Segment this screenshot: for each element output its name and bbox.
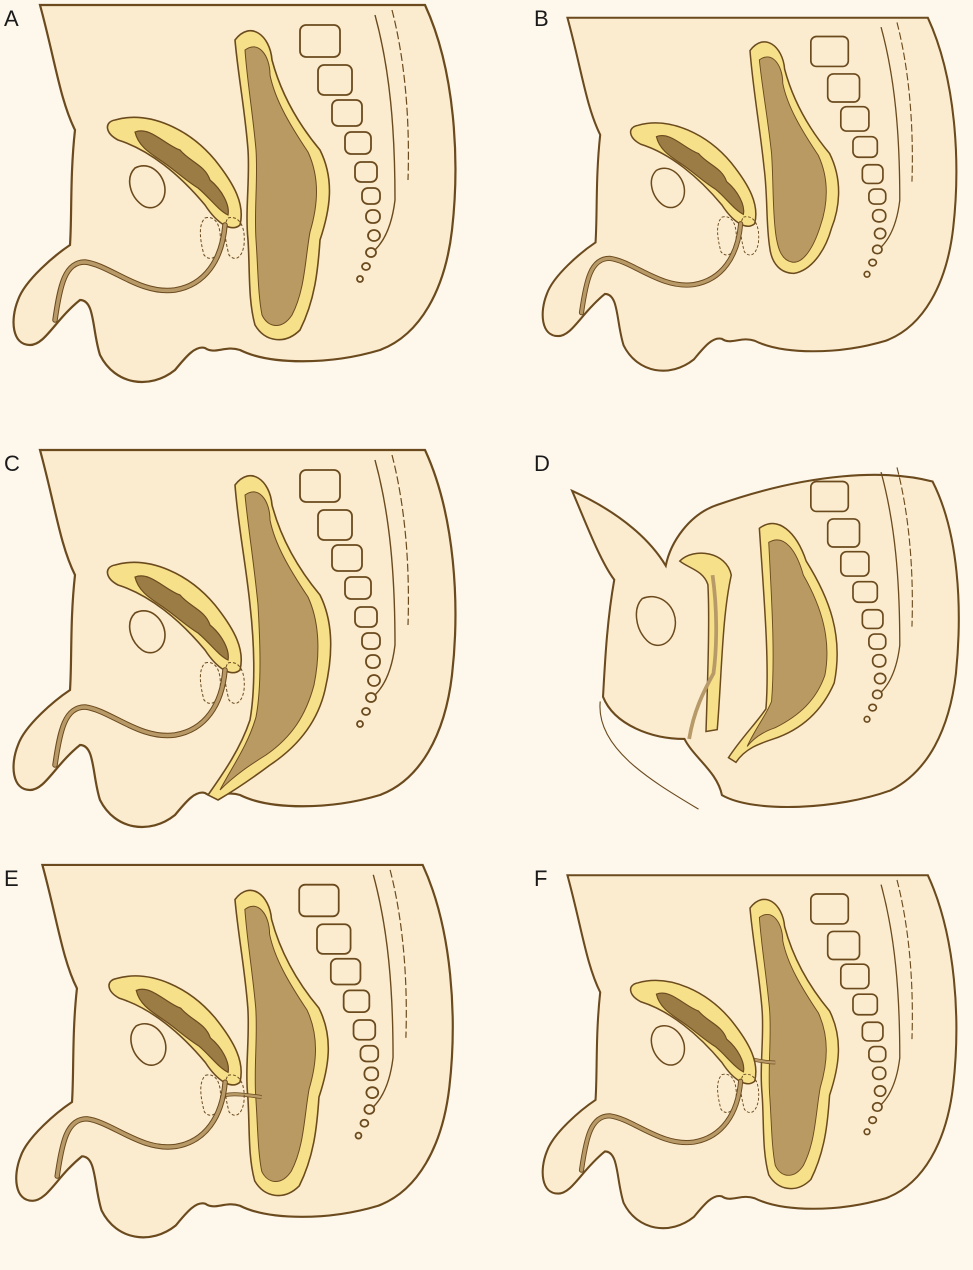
panel-e: E	[0, 860, 470, 1270]
panel-b: B	[530, 0, 973, 410]
panel-c: C	[0, 445, 470, 855]
panel-f: F	[530, 860, 973, 1270]
panel-a: A	[0, 0, 470, 410]
anatomy-drawing-e	[0, 860, 470, 1265]
anatomy-drawing-f	[530, 860, 970, 1265]
anatomy-drawing-a	[0, 0, 470, 410]
anatomy-drawing-c	[0, 445, 470, 855]
anatomy-drawing-b	[530, 0, 970, 410]
panel-d: D	[530, 445, 973, 855]
anatomy-drawing-d	[530, 445, 970, 855]
